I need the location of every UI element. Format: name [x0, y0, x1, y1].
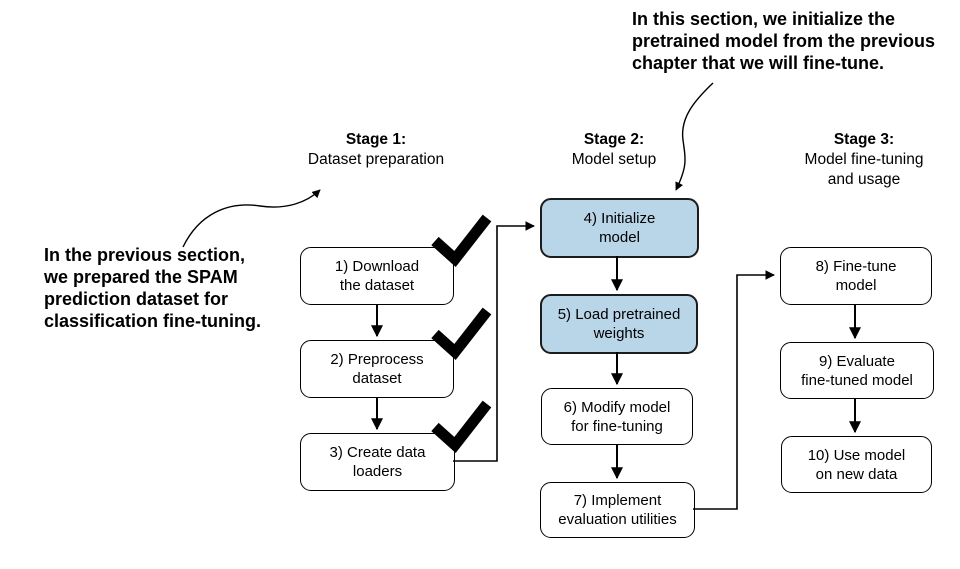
step-7-implement-evaluation-utilities: 7) Implement evaluation utilities: [540, 482, 695, 538]
step-3-label: 3) Create data loaders: [329, 444, 426, 480]
arrow-step7-step8: [693, 270, 775, 510]
step-7-label: 7) Implement evaluation utilities: [558, 492, 677, 528]
stage-2-header: Stage 2: Model setup: [514, 130, 714, 170]
step-6-modify-model: 6) Modify model for fine-tuning: [541, 388, 693, 445]
step-9-evaluate-fine-tuned-model: 9) Evaluate fine-tuned model: [780, 342, 934, 399]
step-5-load-pretrained-weights: 5) Load pretrained weights: [540, 294, 698, 354]
stage-1-title: Stage 1:: [345, 131, 407, 148]
step-2-label: 2) Preprocess dataset: [330, 351, 424, 387]
step-4-label: 4) Initialize model: [583, 210, 656, 246]
step-1-download-dataset: 1) Download the dataset: [300, 247, 454, 305]
step-10-use-model-new-data: 10) Use model on new data: [781, 436, 932, 493]
stage-1-subtitle: Dataset preparation: [307, 151, 445, 168]
stage-3-subtitle: Model fine-tuning and usage: [804, 151, 924, 188]
step-8-label: 8) Fine-tune model: [815, 258, 897, 294]
stage-3-title: Stage 3:: [833, 131, 895, 148]
step-1-label: 1) Download the dataset: [334, 258, 420, 294]
stage-3-header: Stage 3: Model fine-tuning and usage: [764, 130, 960, 190]
step-6-label: 6) Modify model for fine-tuning: [563, 398, 671, 435]
step-10-label: 10) Use model on new data: [807, 446, 906, 483]
annotation-left-arrow: [182, 189, 321, 248]
arrow-step3-step4: [453, 221, 535, 462]
step-8-fine-tune-model: 8) Fine-tune model: [780, 247, 932, 305]
step-2-preprocess-dataset: 2) Preprocess dataset: [300, 340, 454, 398]
stage-2-subtitle: Model setup: [571, 151, 657, 168]
step-3-create-data-loaders: 3) Create data loaders: [300, 433, 455, 491]
stage-2-title: Stage 2:: [583, 131, 645, 148]
annotation-top: In this section, we initialize the pretr…: [632, 9, 936, 73]
stage-1-header: Stage 1: Dataset preparation: [276, 130, 476, 170]
step-4-initialize-model: 4) Initialize model: [540, 198, 699, 258]
annotation-left: In the previous section, we prepared the…: [44, 245, 262, 331]
step-9-label: 9) Evaluate fine-tuned model: [801, 352, 913, 389]
step-5-label: 5) Load pretrained weights: [557, 306, 681, 342]
